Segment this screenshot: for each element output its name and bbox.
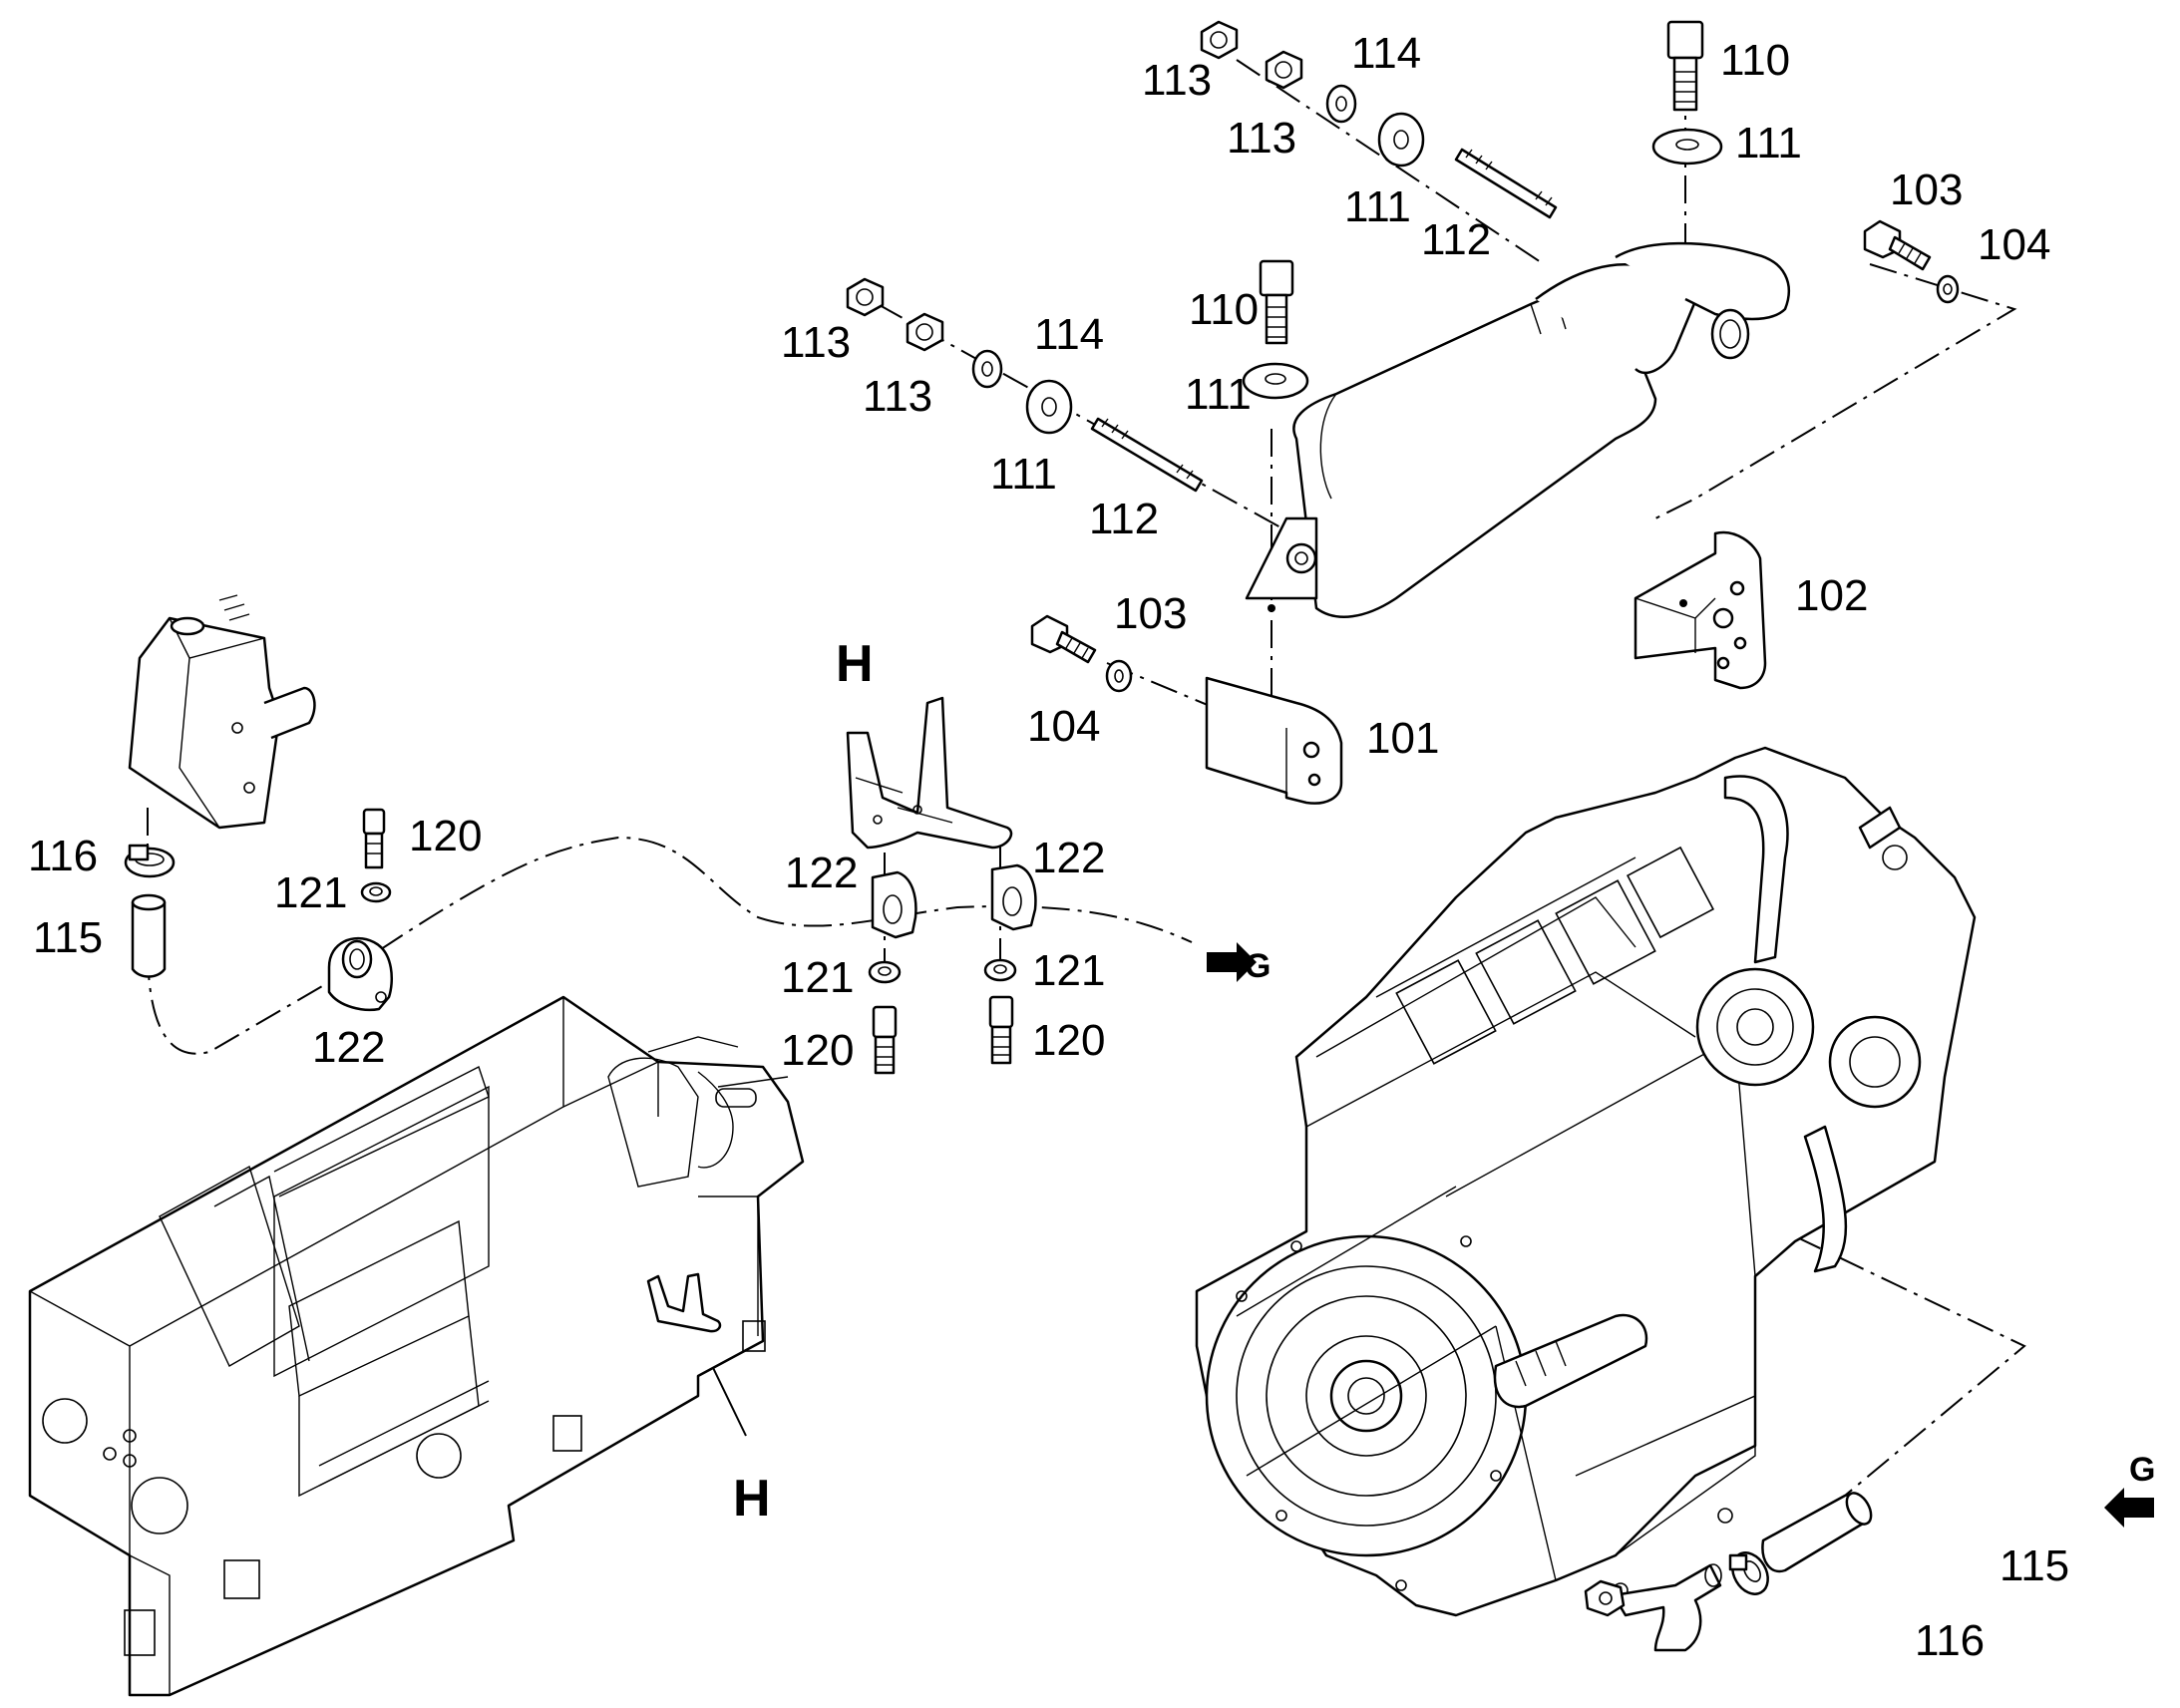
callout-103: 103 xyxy=(1114,589,1187,638)
callout-120: 120 xyxy=(409,812,482,860)
callout-115: 115 xyxy=(33,913,103,962)
detail-h-bracket xyxy=(846,696,1013,850)
callout-111: 111 xyxy=(1735,119,1802,168)
callout-110: 110 xyxy=(1189,285,1259,334)
arrow-label-g-right: G xyxy=(2129,1451,2155,1489)
screw-120-c xyxy=(988,995,1014,1065)
callout-116: 116 xyxy=(1915,1616,1985,1665)
callout-101: 101 xyxy=(1366,714,1439,763)
chassis-frame xyxy=(28,995,805,1697)
callout-113: 113 xyxy=(1227,114,1296,163)
callout-111: 111 xyxy=(1344,182,1411,231)
callout-113: 113 xyxy=(781,318,851,367)
callout-120: 120 xyxy=(781,1026,854,1075)
washer-111-b xyxy=(1651,128,1723,166)
callout-121: 121 xyxy=(274,868,347,917)
nut-113-d xyxy=(906,312,944,352)
callout-112: 112 xyxy=(1421,215,1491,264)
callout-111: 111 xyxy=(1185,370,1252,419)
callout-104: 104 xyxy=(1978,220,2050,269)
bracket-102 xyxy=(1634,530,1767,690)
callout-122: 122 xyxy=(312,1023,385,1072)
callout-labels: 113 114 113 111 112 110 111 103 104 113 … xyxy=(28,29,2155,1665)
clamp-122-a xyxy=(327,936,394,1011)
bolt-110-a xyxy=(1666,20,1704,112)
callout-115: 115 xyxy=(1999,1541,2069,1590)
washer-104-b xyxy=(1105,659,1133,693)
callout-121: 121 xyxy=(781,953,854,1002)
callout-116: 116 xyxy=(28,832,98,880)
callout-120: 120 xyxy=(1032,1016,1105,1065)
washer-111-a xyxy=(1377,112,1425,168)
washer-121-b xyxy=(868,960,902,984)
callout-122: 122 xyxy=(785,849,858,897)
clamp-122-right xyxy=(990,863,1037,931)
nut-113-c xyxy=(846,277,885,317)
washer-104-a xyxy=(1936,274,1960,304)
engine-assembly xyxy=(1195,746,1977,1617)
hose-115-a xyxy=(131,893,167,978)
bolt-103-b xyxy=(1030,614,1097,664)
callout-122: 122 xyxy=(1032,834,1105,882)
callout-113: 113 xyxy=(1142,56,1212,105)
hardware-upper-left xyxy=(846,259,1309,693)
callout-112: 112 xyxy=(1089,495,1159,543)
callout-102: 102 xyxy=(1795,571,1868,620)
hardware-upper-right xyxy=(1200,20,1960,304)
bolt-103-a xyxy=(1863,219,1932,271)
callout-121: 121 xyxy=(1032,946,1105,995)
stud-112-b xyxy=(1090,417,1204,493)
hose-115-b xyxy=(1761,1492,1873,1573)
washer-121-c xyxy=(983,958,1017,982)
arrow-g-right-icon xyxy=(2104,1488,2154,1528)
arrow-label-g-left: G xyxy=(1245,947,1271,985)
exhaust-muffler xyxy=(1245,241,1790,618)
callout-104: 104 xyxy=(1027,702,1100,751)
hose-clamp-116-a xyxy=(124,844,176,878)
bolt-110-b xyxy=(1259,259,1294,345)
washer-121-a xyxy=(360,881,392,903)
callout-103: 103 xyxy=(1890,166,1963,214)
view-label-h-location: H xyxy=(733,1470,771,1528)
view-label-h-detail: H xyxy=(836,635,874,693)
nut-113-a xyxy=(1200,20,1239,60)
washer-111-d xyxy=(1242,362,1309,400)
elbow-fitting xyxy=(1584,1563,1722,1652)
callout-110: 110 xyxy=(1720,36,1790,85)
clamp-122-left xyxy=(871,870,917,939)
bracket-101 xyxy=(1205,676,1343,805)
stud-112-a xyxy=(1454,148,1558,219)
callout-114: 114 xyxy=(1034,310,1104,359)
callout-113: 113 xyxy=(863,372,932,421)
screw-120-b xyxy=(872,1005,898,1075)
screw-120-a xyxy=(362,808,386,869)
expansion-tank xyxy=(128,594,316,830)
nut-113-b xyxy=(1265,50,1303,90)
washer-114-b xyxy=(971,349,1003,389)
washer-114-a xyxy=(1325,84,1357,124)
callout-111: 111 xyxy=(990,450,1057,499)
callout-114: 114 xyxy=(1351,29,1421,78)
hose-clamp-116-b xyxy=(1728,1551,1769,1595)
arrow-g-left-icon xyxy=(1207,942,1257,982)
washer-111-c xyxy=(1025,379,1073,435)
detail-h-mount xyxy=(646,1272,722,1333)
